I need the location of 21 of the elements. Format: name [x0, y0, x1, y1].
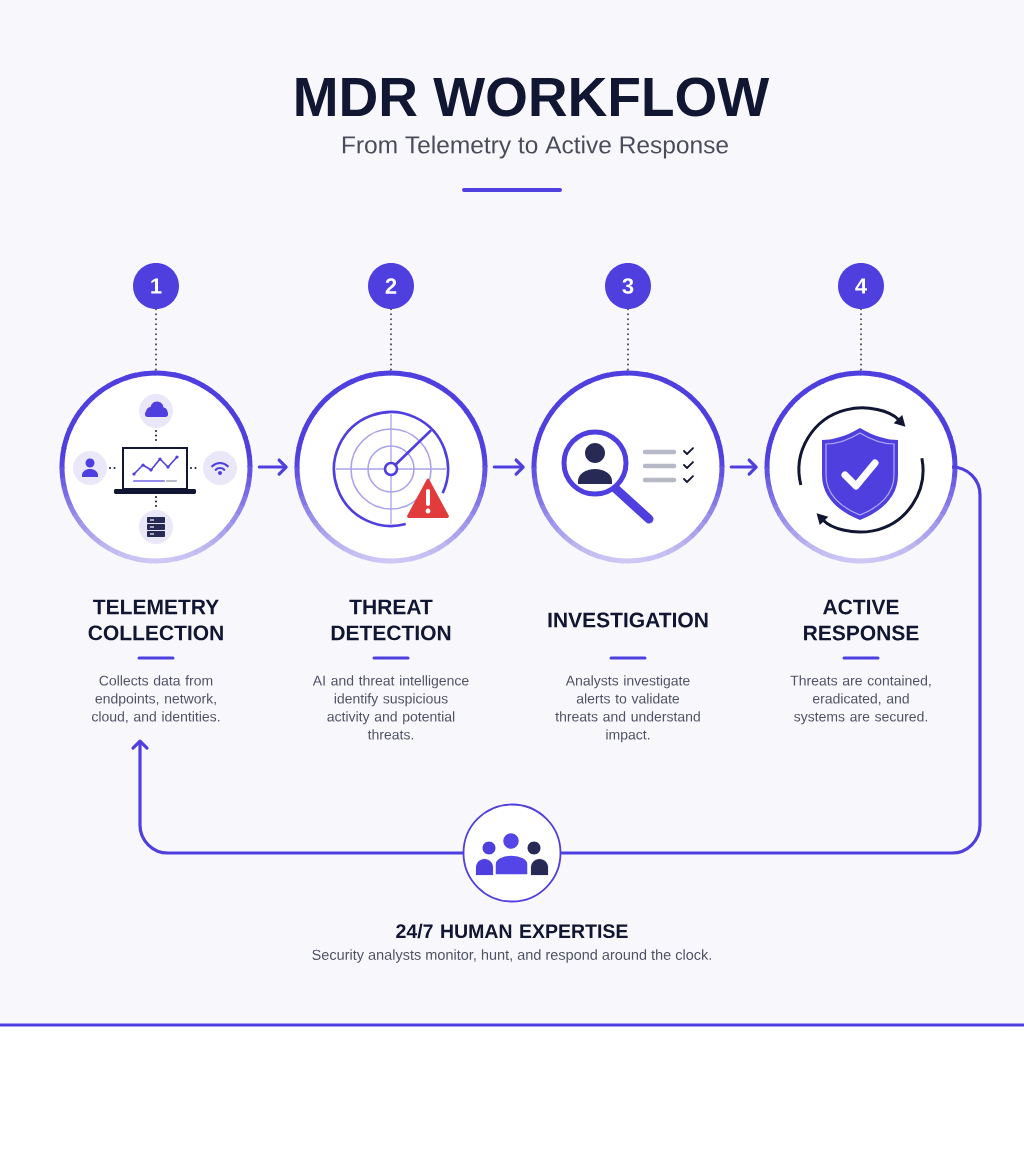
step-number-badge: 1	[133, 263, 179, 309]
arrow	[729, 458, 758, 476]
subtitle: From Telemetry to Active Response	[342, 135, 728, 159]
step-heading: ACTIVE RESPONSE	[804, 599, 919, 641]
step-number-badge: 3	[605, 263, 651, 309]
step-heading: THREAT DETECTION	[331, 599, 451, 641]
loop-line	[559, 465, 982, 855]
step-description: Collects data from endpoints, network, cloud, and identities.	[92, 675, 220, 724]
expertise-heading: 24/7 HUMAN EXPERTISE	[396, 923, 628, 939]
step-number-badge: 4	[838, 263, 884, 309]
title: MDR WORKFLOW	[296, 77, 770, 117]
step-description: AI and threat intelligence identify suspicious activity and potential threats.	[312, 675, 469, 740]
step-number-badge: 2	[368, 263, 414, 309]
expertise-description: Security analysts monitor, hunt, and respond around the clock.	[312, 949, 711, 963]
step-heading: INVESTIGATION	[548, 612, 708, 628]
return-arrow	[131, 739, 465, 855]
step-description: Threats are contained, eradicated, and systems are secured.	[790, 675, 931, 725]
step-description: Analysts investigate alerts to validate threats and understand impact.	[555, 675, 700, 743]
step-heading: TELEMETRY COLLECTION	[88, 599, 223, 641]
arrow	[492, 458, 525, 476]
arrow	[257, 458, 288, 476]
